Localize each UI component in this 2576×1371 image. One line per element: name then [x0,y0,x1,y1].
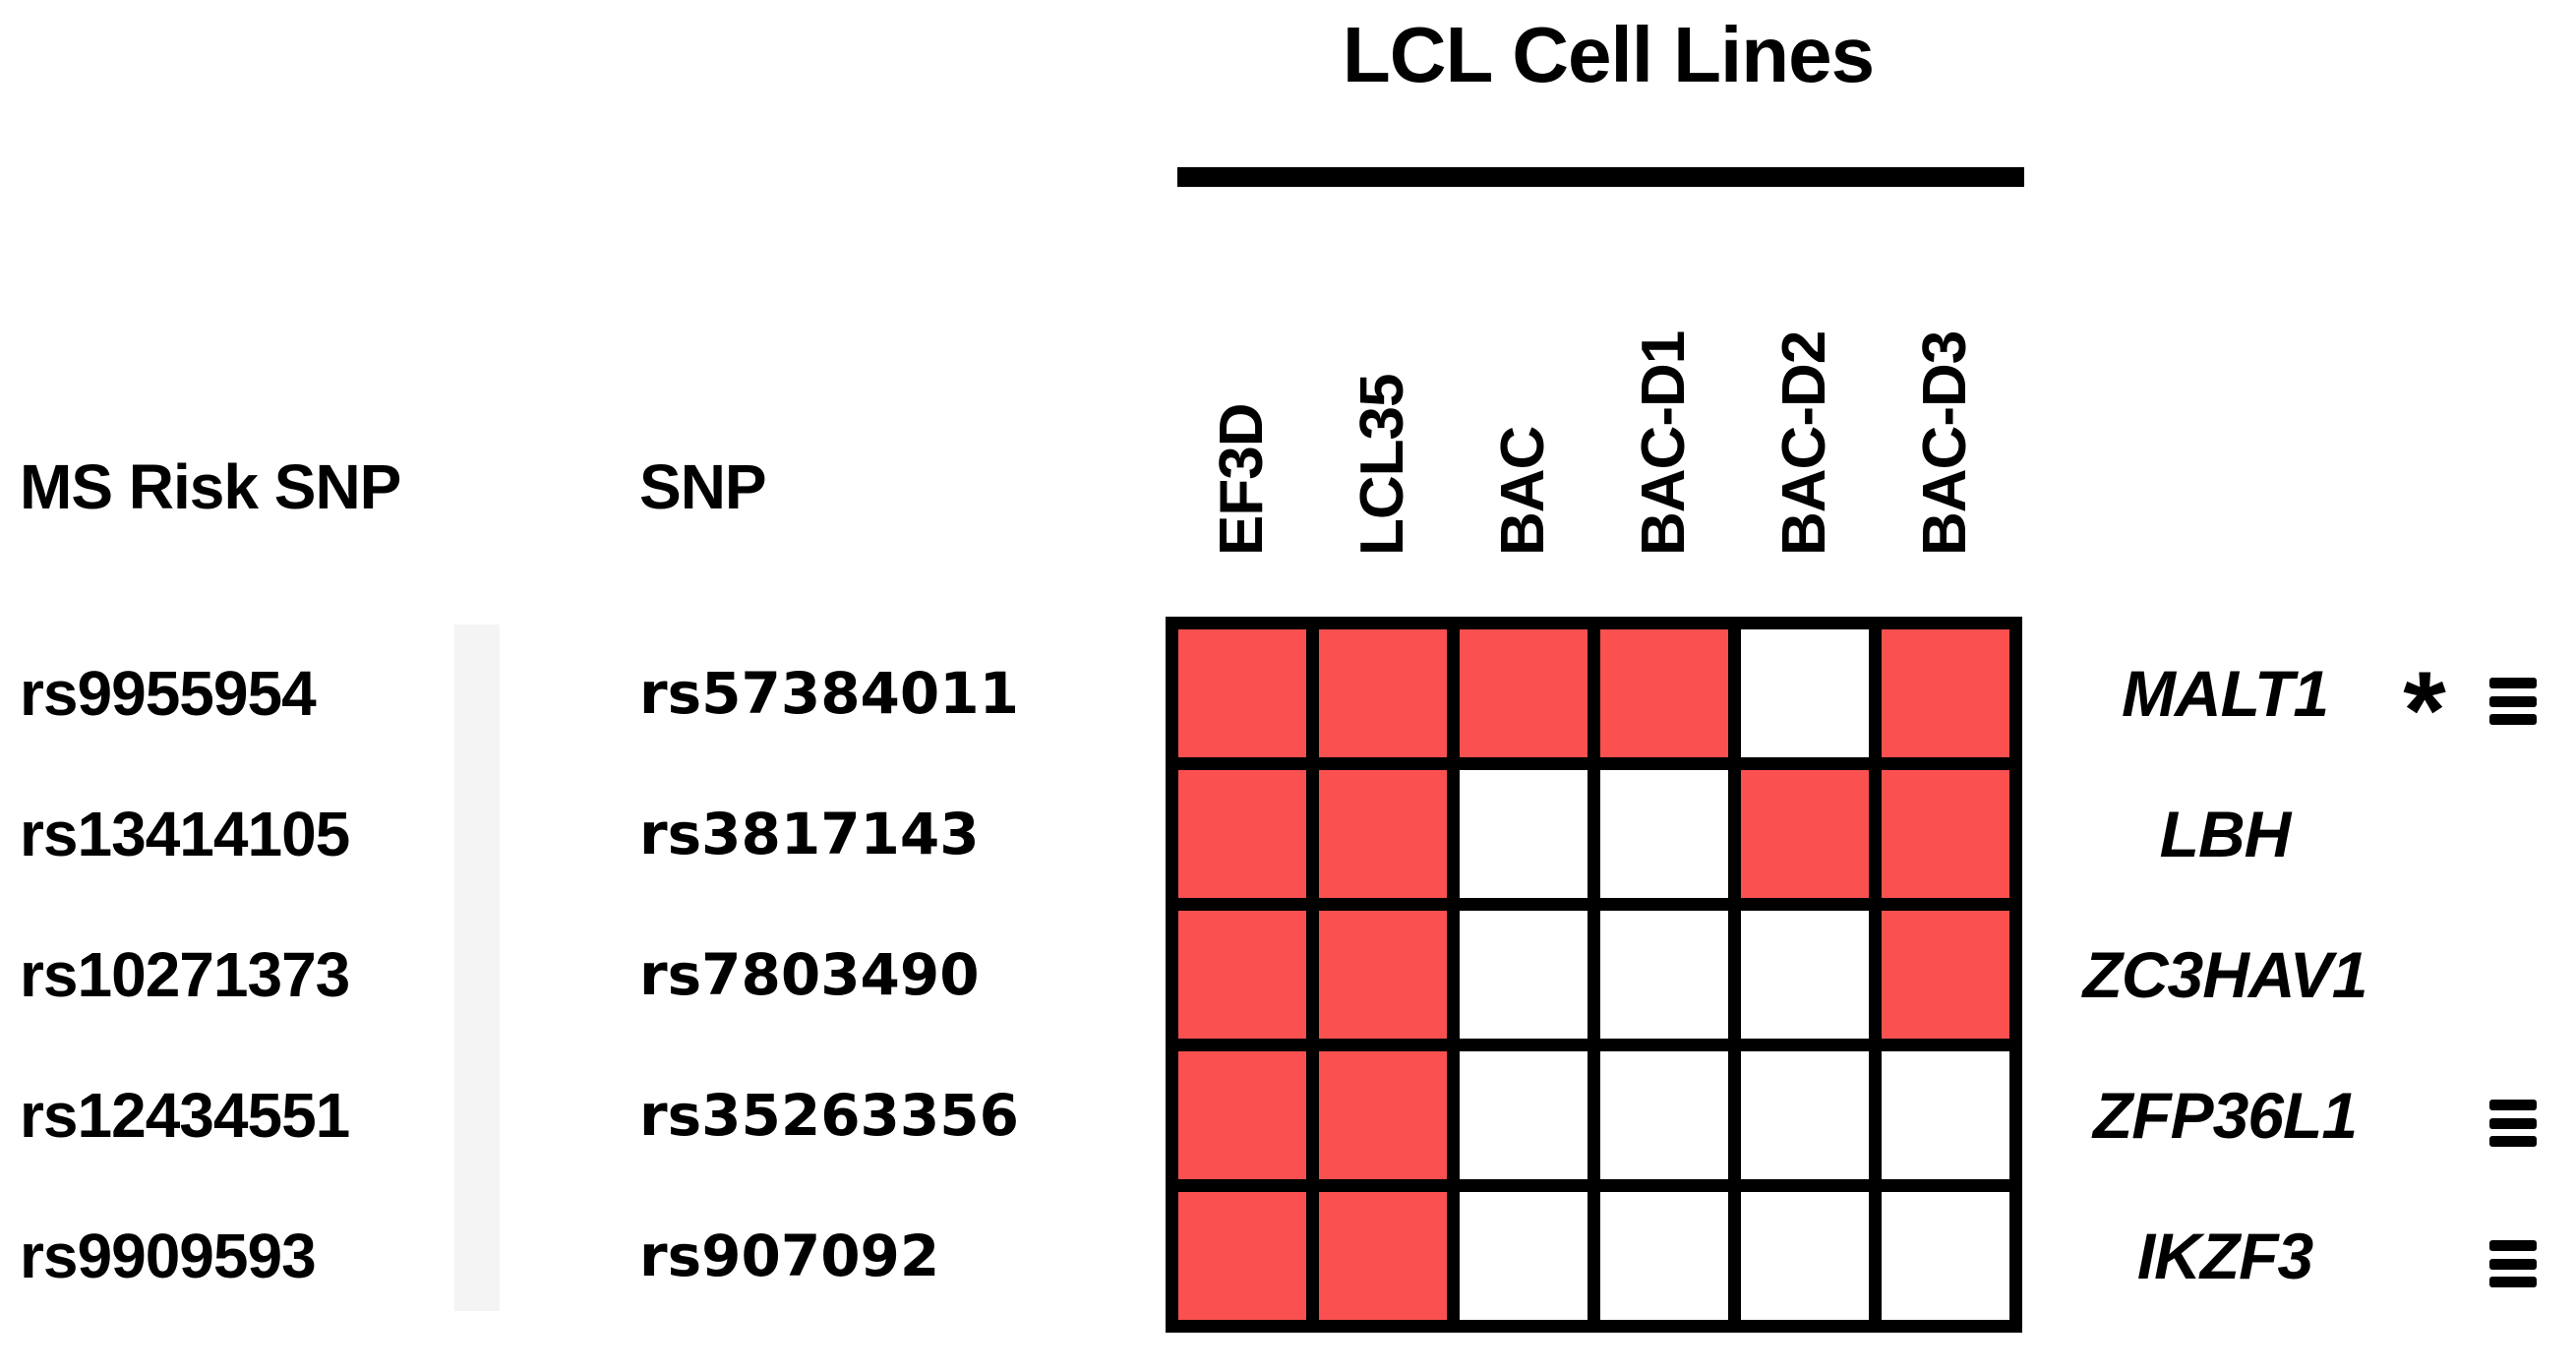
grid-cell-ikzf3-bac-d2 [1741,1192,1869,1320]
grid-cell-zc3hav1-bac [1460,911,1588,1039]
gene-label-lbh: LBH [2159,798,2292,870]
grid-cell-zfp36l1-bac-d2 [1741,1051,1869,1179]
gene-label-malt1: MALT1 [2121,657,2329,730]
figure-title: LCL Cell Lines [1342,11,1875,98]
gene-label-ikzf3: IKZF3 [2136,1220,2313,1292]
grid-cell-malt1-bac-d2 [1741,629,1869,757]
grid-cell-malt1-ef3d [1178,629,1306,757]
grid-cell-ikzf3-bac [1460,1192,1588,1320]
grid-cell-zc3hav1-bac-d3 [1882,911,2009,1039]
triple-bar-segment [2489,1100,2537,1110]
grid-cell-malt1-bac [1460,629,1588,757]
cell-line-header-bac-d2: BAC-D2 [1770,330,1838,556]
grid-cell-zfp36l1-bac-d3 [1882,1051,2009,1179]
triple-bar-segment [2489,1277,2537,1287]
grid-cell-zc3hav1-bac-d2 [1741,911,1869,1039]
grid-cell-malt1-bac-d3 [1882,629,2009,757]
grid-cell-malt1-lcl35 [1319,629,1447,757]
snp-label: rs7803490 [639,941,980,1008]
cell-line-header-lcl35: LCL35 [1348,374,1416,556]
snp-label: rs907092 [639,1222,940,1289]
grid-cell-malt1-bac-d1 [1600,629,1728,757]
grid-cell-lbh-bac-d3 [1882,770,2009,898]
triple-bar-icon-zfp36l1 [2489,1100,2537,1147]
heatmap-grid [1166,617,2022,1333]
ms-risk-snp-label: rs10271373 [20,939,350,1010]
gene-label-zc3hav1: ZC3HAV1 [2082,938,2368,1011]
triple-bar-segment [2489,1240,2537,1251]
triple-bar-segment [2489,1258,2537,1270]
triple-bar-icon-malt1 [2489,678,2537,725]
title-underline-bar [1177,167,2024,187]
ms-risk-snp-label: rs9909593 [20,1221,317,1291]
asterisk-mark-malt1: * [2403,649,2446,772]
triple-bar-segment [2489,1136,2537,1147]
grid-cell-lbh-lcl35 [1319,770,1447,898]
grid-cell-lbh-ef3d [1178,770,1306,898]
grid-cell-zfp36l1-bac [1460,1051,1588,1179]
cell-line-header-ef3d: EF3D [1208,403,1276,556]
grid-cell-zfp36l1-ef3d [1178,1051,1306,1179]
ms-risk-snp-label: rs12434551 [20,1080,350,1151]
grid-cell-zfp36l1-bac-d1 [1600,1051,1728,1179]
grid-cell-ikzf3-ef3d [1178,1192,1306,1320]
cell-line-header-bac-d1: BAC-D1 [1630,330,1698,556]
grid-cell-zc3hav1-bac-d1 [1600,911,1728,1039]
snp-label: rs35263356 [639,1082,1019,1149]
cell-line-header-bac-d3: BAC-D3 [1911,330,1979,556]
snp-label: rs57384011 [639,660,1019,727]
snp-label: rs3817143 [639,801,980,867]
grid-cell-lbh-bac-d1 [1600,770,1728,898]
grid-cell-zc3hav1-lcl35 [1319,911,1447,1039]
cell-line-header-bac: BAC [1489,426,1557,556]
column-shade-band [454,625,500,1311]
grid-cell-zfp36l1-lcl35 [1319,1051,1447,1179]
gene-label-zfp36l1: ZFP36L1 [2092,1079,2358,1152]
grid-cell-zc3hav1-ef3d [1178,911,1306,1039]
grid-cell-ikzf3-bac-d1 [1600,1192,1728,1320]
triple-bar-segment [2489,695,2537,707]
triple-bar-segment [2489,1117,2537,1129]
grid-cell-ikzf3-bac-d3 [1882,1192,2009,1320]
column-header-snp: SNP [639,451,767,522]
triple-bar-segment [2489,714,2537,725]
ms-risk-snp-label: rs13414105 [20,799,350,869]
ms-risk-snp-label: rs9955954 [20,658,317,729]
grid-cell-lbh-bac-d2 [1741,770,1869,898]
grid-cell-lbh-bac [1460,770,1588,898]
triple-bar-segment [2489,678,2537,688]
triple-bar-icon-ikzf3 [2489,1240,2537,1287]
column-header-ms-risk-snp: MS Risk SNP [20,451,401,522]
grid-cell-ikzf3-lcl35 [1319,1192,1447,1320]
